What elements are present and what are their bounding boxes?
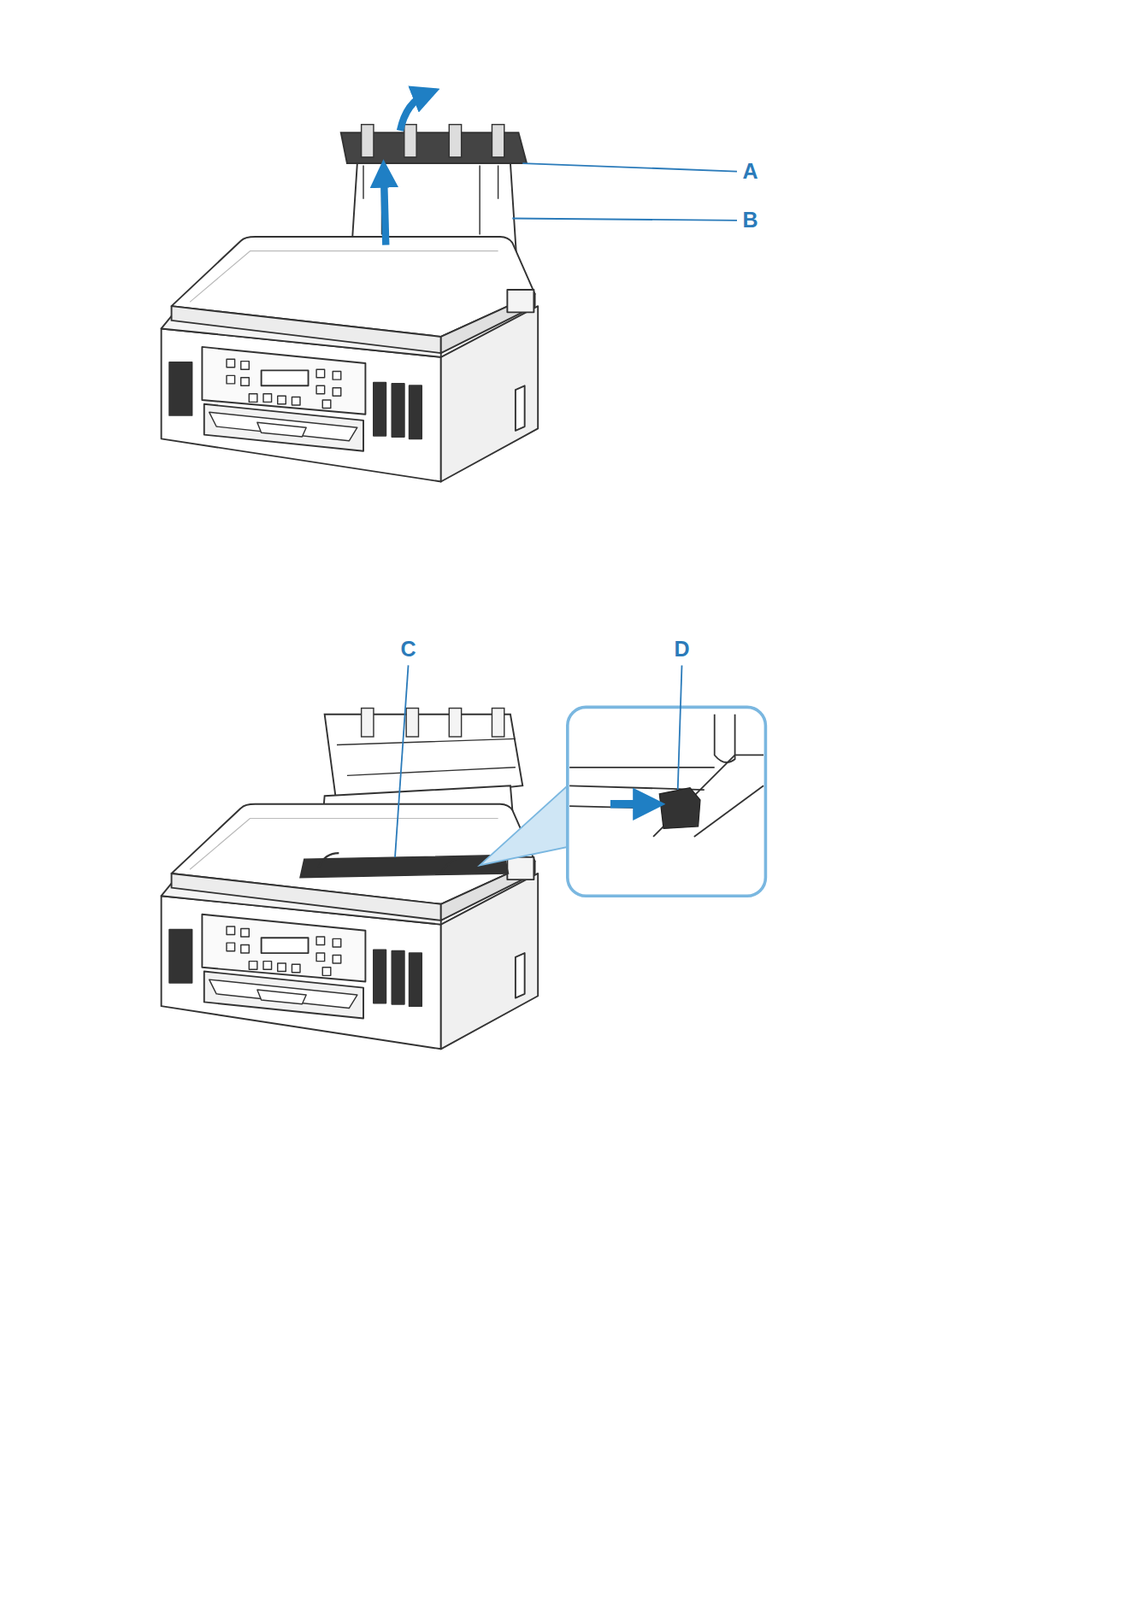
printer-figure-2	[161, 665, 767, 1050]
lift-arrow	[400, 94, 427, 131]
callout-letter: A	[742, 160, 758, 183]
leader-line	[678, 665, 683, 791]
zoom-wedge	[479, 785, 568, 866]
zoom-inset	[567, 707, 767, 897]
printer-figure-1	[161, 94, 737, 483]
callout-letter: B	[742, 209, 758, 231]
leader-line	[395, 665, 409, 857]
up-arrow	[383, 173, 386, 246]
paper-guide	[659, 788, 701, 830]
leader-line	[522, 163, 737, 172]
callout-letter: D	[673, 638, 690, 661]
slide-arrow	[610, 800, 649, 809]
callout-letter: C	[400, 638, 417, 661]
leader-line	[512, 218, 737, 220]
